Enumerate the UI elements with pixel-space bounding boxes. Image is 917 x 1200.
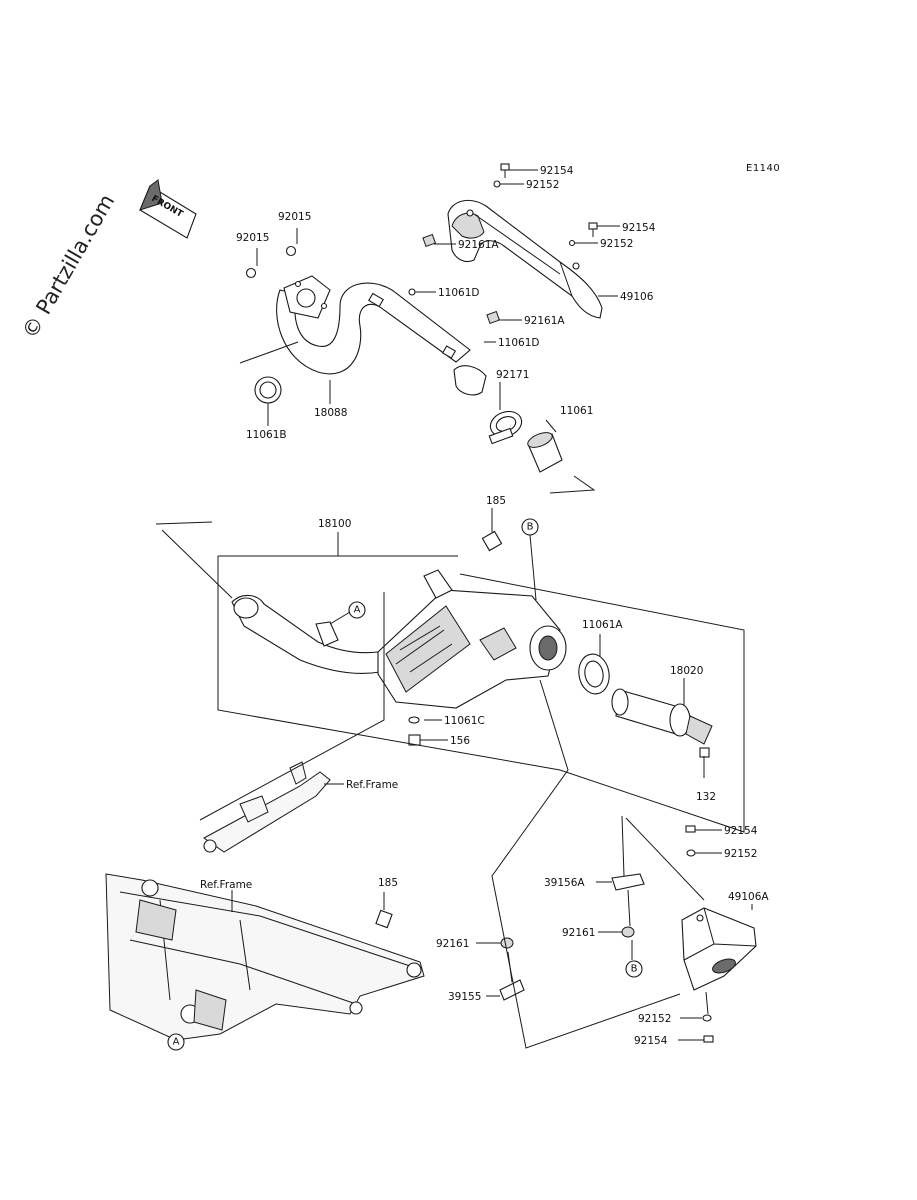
washer-92152-right-icon — [568, 239, 576, 247]
label-92161A-2: 92161A — [524, 315, 565, 327]
nut-92015-a-icon — [245, 267, 257, 279]
gasket-11061B-icon — [254, 376, 282, 404]
label-92152-top: 92152 — [526, 179, 559, 191]
heat-guard-49106A — [681, 907, 757, 991]
label-11061C: 11061C — [444, 715, 485, 727]
label-11061: 11061 — [560, 405, 593, 417]
bolt-185-top-icon — [481, 530, 503, 552]
grommet-92161-mid-icon — [621, 926, 635, 938]
front-arrow-icon: FRONT — [139, 179, 197, 239]
bracket-39156A-icon — [611, 873, 645, 891]
frame-assembly-ref — [105, 873, 425, 1041]
label-185-bottom: 185 — [378, 877, 398, 889]
label-39155: 39155 — [448, 991, 481, 1003]
label-92161A-1: 92161A — [458, 239, 499, 251]
label-92152-br: 92152 — [724, 848, 757, 860]
bolt-185-bottom-icon — [375, 909, 393, 929]
label-11061B: 11061B — [246, 429, 287, 441]
label-132: 132 — [696, 791, 716, 803]
label-92154-top: 92154 — [540, 165, 574, 177]
gasket-11061A-icon — [578, 653, 610, 695]
svg-text:A: A — [173, 1037, 180, 1048]
bolt-92154-br-icon — [685, 825, 696, 833]
muffler-18100 — [231, 569, 567, 709]
leader-lines — [155, 169, 753, 1049]
label-49106: 49106 — [620, 291, 654, 303]
bracket-39155-icon — [499, 979, 525, 1001]
exhaust-pipe-18088 — [276, 275, 487, 396]
label-92161-mid: 92161 — [562, 927, 595, 939]
washer-92152-br-icon — [686, 849, 696, 857]
label-92152-bottom: 92152 — [638, 1013, 671, 1025]
bolt-92154-bottom-icon — [703, 1035, 714, 1043]
label-18020: 18020 — [670, 665, 703, 677]
clip-11061D-1-icon — [408, 288, 416, 296]
label-92015-a: 92015 — [236, 232, 269, 244]
sleeve-11061-icon — [527, 432, 563, 473]
bolt-92154-right-icon — [588, 222, 598, 237]
label-156: 156 — [450, 735, 470, 747]
label-49106A: 49106A — [728, 891, 769, 903]
label-92154-right: 92154 — [622, 222, 656, 234]
watermark-text: © Partzilla.com — [18, 190, 120, 342]
svg-text:B: B — [527, 522, 534, 533]
label-11061A: 11061A — [582, 619, 623, 631]
collar-92161A-2-icon — [486, 310, 501, 325]
label-92152-right: 92152 — [600, 238, 633, 250]
label-185-top: 185 — [486, 495, 506, 507]
label-92161-left: 92161 — [436, 938, 469, 950]
label-11061D-2: 11061D — [498, 337, 540, 349]
washer-92152-bottom-icon — [702, 1014, 712, 1022]
label-18088: 18088 — [314, 407, 347, 419]
svg-text:B: B — [631, 964, 638, 975]
svg-text:A: A — [354, 605, 361, 616]
collar-92161A-1-icon — [422, 233, 437, 248]
label-11061D-1: 11061D — [438, 287, 480, 299]
callout-b-top: B — [521, 518, 539, 536]
washer-11061C-icon — [408, 716, 420, 724]
part-labels: 92154 92152 92154 92152 92161A 11061D 49… — [200, 165, 769, 1047]
label-92154-br: 92154 — [724, 825, 758, 837]
heat-guard-49106 — [447, 199, 603, 319]
label-18100: 18100 — [318, 518, 351, 530]
label-ref-frame-2: Ref.Frame — [200, 879, 252, 891]
label-ref-frame-1: Ref.Frame — [346, 779, 398, 791]
label-92171: 92171 — [496, 369, 529, 381]
grommet-92161-left-icon — [500, 937, 514, 949]
label-92154-bottom: 92154 — [634, 1035, 668, 1047]
callout-a-top: A — [348, 601, 366, 619]
label-92015-b: 92015 — [278, 211, 311, 223]
callout-a-bottom: A — [167, 1033, 185, 1051]
bolt-92154-top-icon — [500, 163, 510, 178]
callout-b-bottom: B — [625, 960, 643, 978]
label-39156A: 39156A — [544, 877, 585, 889]
washer-92152-top-icon — [493, 180, 501, 188]
frame-bracket-ref — [203, 761, 331, 853]
bolt-132-icon — [699, 747, 710, 758]
clamp-92171-icon — [488, 410, 523, 445]
tailpipe-18020-icon — [611, 688, 713, 745]
diagram-code: E1140 — [746, 163, 780, 174]
nut-92015-b-icon — [285, 245, 297, 257]
